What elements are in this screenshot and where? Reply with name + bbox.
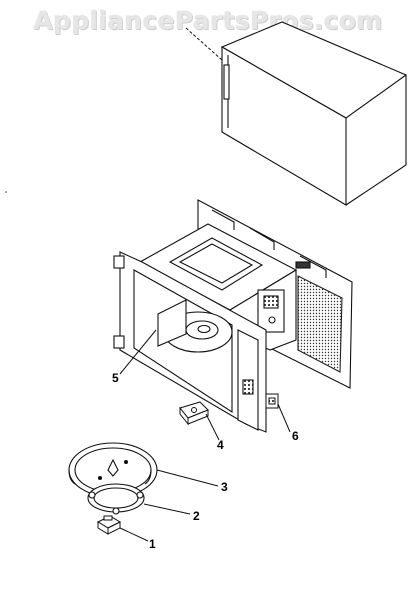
turntable-tray-part xyxy=(68,442,158,498)
leader-cabinet xyxy=(185,27,223,61)
coupler-part xyxy=(96,515,122,535)
callout-2: 2 xyxy=(193,509,200,523)
callout-leaders xyxy=(119,329,291,542)
stray-dot xyxy=(5,191,7,193)
callout-5: 5 xyxy=(112,371,119,385)
callout-1: 1 xyxy=(149,537,156,551)
outer-cabinet xyxy=(220,21,408,206)
oven-cavity-assembly xyxy=(113,199,353,433)
callout-6: 6 xyxy=(292,429,299,443)
roller-ring-part xyxy=(87,483,145,515)
watermark: AppliancePartsPros.com xyxy=(33,6,383,35)
callout-4: 4 xyxy=(217,438,224,452)
door-switch-part xyxy=(265,393,279,409)
callout-3: 3 xyxy=(221,480,228,494)
turntable-motor-part xyxy=(179,401,209,426)
